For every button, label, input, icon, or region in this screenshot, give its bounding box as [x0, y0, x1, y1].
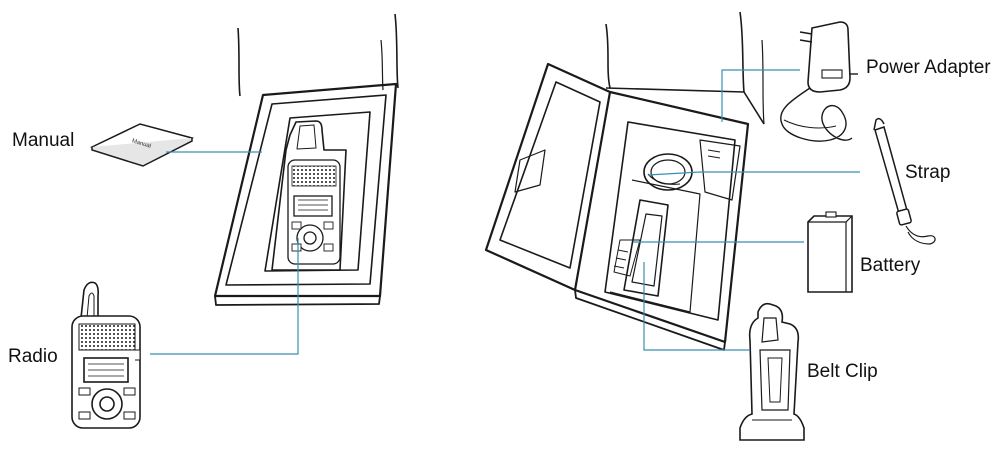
right-open-box — [484, 11, 765, 351]
label-strap: Strap — [905, 162, 951, 183]
belt-clip — [739, 302, 805, 441]
label-radio: Radio — [8, 346, 58, 367]
leader-belt-clip — [643, 262, 750, 351]
leader-strap-b — [647, 171, 701, 176]
leader-power-adapter — [721, 69, 800, 122]
battery — [807, 211, 853, 293]
radio-device — [71, 281, 141, 429]
radio-in-box — [287, 159, 341, 265]
strap — [873, 117, 936, 245]
label-manual: Manual — [12, 130, 75, 151]
label-belt-clip: Belt Clip — [807, 361, 878, 382]
power-adapter — [780, 21, 858, 142]
leader-lines — [150, 69, 860, 355]
label-battery: Battery — [860, 255, 921, 276]
manual-cover-text: Manual — [131, 138, 152, 149]
manual-booklet: Manual — [89, 123, 195, 167]
label-power-adapter: Power Adapter — [866, 57, 991, 78]
leader-radio — [150, 238, 299, 355]
